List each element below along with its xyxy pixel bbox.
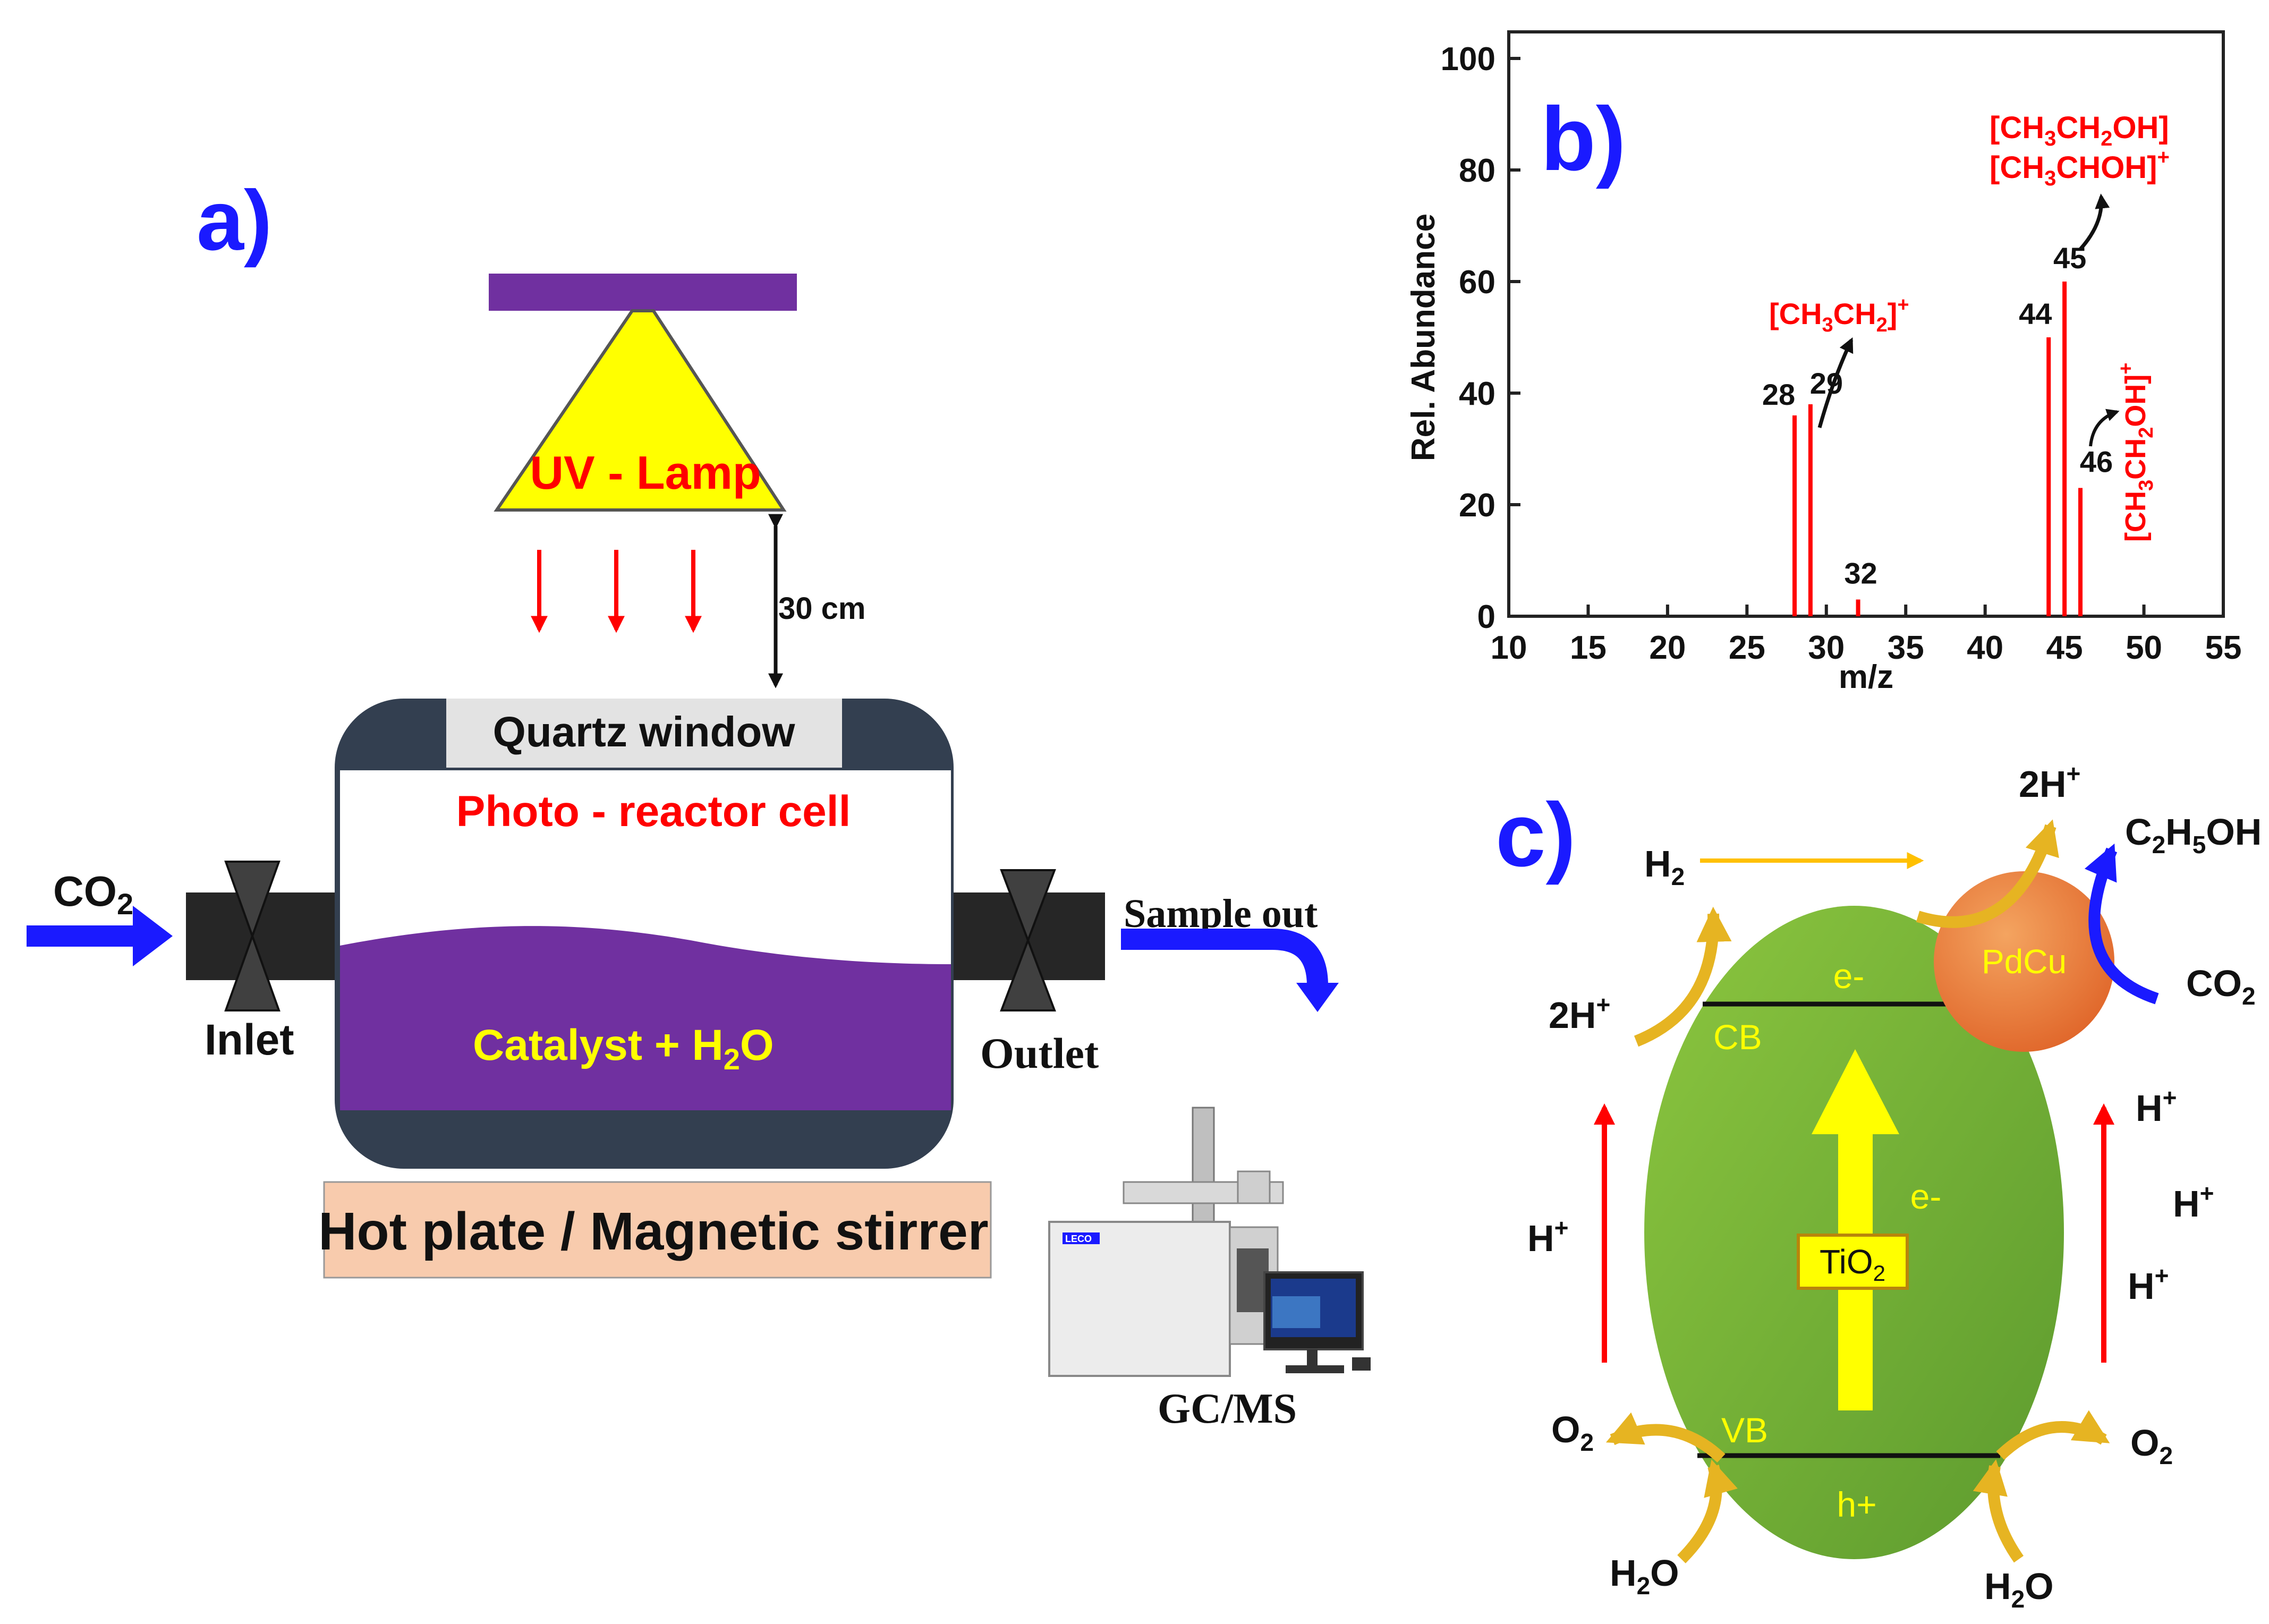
peak-label: 28 xyxy=(1762,378,1795,411)
excitation-arrow xyxy=(1812,1049,1899,1410)
panel-c-label: c) xyxy=(1495,785,1576,886)
h-plus-right-3: H+ xyxy=(2128,1262,2169,1307)
o2-right: O2 xyxy=(2130,1422,2173,1469)
annot-ethoxy-arrow xyxy=(2089,409,2120,447)
y-tick-label: 80 xyxy=(1459,152,1495,189)
uv-lamp-label: UV - Lamp xyxy=(530,446,761,499)
y-tick-label: 100 xyxy=(1441,41,1495,78)
hotplate xyxy=(323,1181,992,1279)
x-tick-label: 50 xyxy=(2126,630,2162,666)
distance-label: 30 cm xyxy=(778,591,865,626)
x-tick-label: 25 xyxy=(1729,630,1765,666)
co2-label: CO2 xyxy=(2186,963,2256,1010)
cb-label: CB xyxy=(1713,1017,1762,1057)
x-tick-label: 30 xyxy=(1808,630,1845,666)
panel-a-label: a) xyxy=(197,173,272,268)
y-tick-label: 60 xyxy=(1459,264,1495,301)
x-axis-label: m/z xyxy=(1839,659,1893,695)
outlet-valve xyxy=(1000,869,1056,1011)
electron-cb: e- xyxy=(1833,956,1865,996)
co2-ethanol-arrow xyxy=(2084,843,2159,1005)
quartz-window-label: Quartz window xyxy=(493,708,796,755)
electron-mid: e- xyxy=(1910,1177,1942,1216)
x-tick-label: 10 xyxy=(1491,630,1527,666)
vb-label: VB xyxy=(1721,1410,1768,1450)
h-plus-left: H+ xyxy=(1527,1214,1568,1259)
two-h-top: 2H+ xyxy=(2019,760,2080,805)
two-h-left-arrow xyxy=(1634,906,1732,1047)
h2-label: H2 xyxy=(1644,843,1685,890)
x-tick-label: 20 xyxy=(1649,630,1686,666)
annot-ethoxy: [CH3CH2OH]+ xyxy=(2115,363,2157,542)
catalyst-liquid xyxy=(340,926,951,1110)
peak-label: 44 xyxy=(2019,297,2052,330)
ethanol-label: C2H5OH xyxy=(2125,811,2262,858)
h2o-right: H2O xyxy=(1984,1566,2054,1613)
chart-frame xyxy=(1507,30,2225,618)
two-h-top-arrow xyxy=(1916,819,2059,928)
gcms-label: GC/MS xyxy=(1158,1385,1297,1432)
h2o-left: H2O xyxy=(1610,1552,1679,1600)
x-tick-label: 15 xyxy=(1570,630,1607,666)
annot-ethyl-arrow xyxy=(1817,337,1854,428)
y-tick-label: 40 xyxy=(1459,376,1495,412)
inlet-label: Inlet xyxy=(205,1016,294,1064)
inlet-arrow xyxy=(27,906,173,966)
panel-a: a) UV - Lamp 30 cm Quartz window Photo -… xyxy=(27,173,1371,1432)
o2-left-arrow xyxy=(1605,1412,1726,1463)
tio2-label-box xyxy=(1797,1234,1909,1290)
peak-label: 46 xyxy=(2080,445,2113,479)
o2-right-arrow xyxy=(1996,1410,2110,1460)
x-tick-label: 35 xyxy=(1888,630,1924,666)
quartz-window xyxy=(446,699,842,768)
inlet-valve xyxy=(224,861,281,1011)
h2o-left-arrow xyxy=(1677,1459,1738,1563)
sample-out-arrow xyxy=(1121,929,1328,986)
catalyst-label: Catalyst + H2O xyxy=(473,1021,774,1076)
panel-b: 10 15 20 25 30 35 40 45 50 55 0 20 40 60 80 100 m/z Rel. … xyxy=(1405,30,2241,695)
outlet-label: Outlet xyxy=(980,1029,1099,1077)
h2o-right-arrow xyxy=(1973,1459,2024,1563)
chart-layer: 10 15 20 25 30 35 40 45 50 55 0 20 40 60 80 100 m/z Rel. … xyxy=(1405,41,2241,695)
x-tick-label: 55 xyxy=(2205,630,2242,666)
panel-b-label: b) xyxy=(1541,89,1626,190)
two-h-left: 2H+ xyxy=(1549,991,1610,1036)
o2-left: O2 xyxy=(1551,1409,1594,1456)
pdcu-label: PdCu xyxy=(1982,942,2067,981)
x-tick-label: 40 xyxy=(1967,630,2003,666)
uv-lamp-bar xyxy=(489,274,797,311)
uv-lamp-cone xyxy=(494,309,787,512)
hotplate-label: Hot plate / Magnetic stirrer xyxy=(318,1202,988,1261)
gcms-brand: LECO xyxy=(1065,1234,1092,1244)
y-tick-label: 0 xyxy=(1477,599,1495,635)
h-plus-right-2: H+ xyxy=(2173,1179,2214,1225)
panel-c: c) PdCu TiO2 CB VB e- e- h+ H2 2H+ 2H+ C… xyxy=(1495,760,2262,1613)
reactor-cell-label: Photo - reactor cell xyxy=(456,787,851,836)
x-tick-label: 45 xyxy=(2046,630,2083,666)
hole-vb: h+ xyxy=(1837,1485,1876,1524)
annot-ethanol-arrow xyxy=(2078,193,2110,251)
inlet-pipe xyxy=(186,892,345,980)
h-plus-right-1: H+ xyxy=(2136,1084,2177,1129)
annot-ethyl: [CH3CH2]+ xyxy=(1769,294,1909,336)
gcms-instrument: LECO xyxy=(1048,1107,1371,1377)
y-axis-label: Rel. Abundance xyxy=(1405,214,1442,461)
annot-ethanol-2: [CH3CHOH]+ xyxy=(1990,146,2170,190)
inlet-gas-label: CO2 xyxy=(53,868,133,921)
y-tick-label: 20 xyxy=(1459,487,1495,524)
sample-out-arrowhead xyxy=(1296,983,1339,1012)
annot-ethanol-1: [CH3CH2OH] xyxy=(1990,110,2169,150)
peak-label: 32 xyxy=(1844,557,1877,590)
